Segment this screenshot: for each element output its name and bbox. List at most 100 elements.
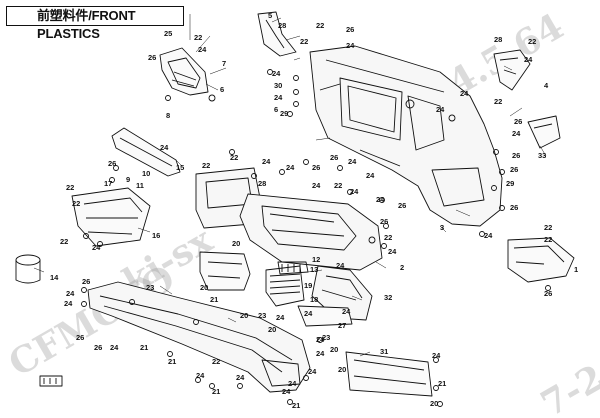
label-22k: 22	[230, 153, 238, 162]
label-22l: 22	[202, 161, 210, 170]
label-32: 32	[384, 293, 392, 302]
label-21d: 21	[212, 387, 220, 396]
label-24af: 24	[308, 367, 317, 376]
label-22n: 22	[384, 233, 392, 242]
label-3: 3	[440, 223, 444, 232]
label-22i: 22	[72, 199, 80, 208]
label-24ah: 24	[432, 351, 441, 360]
dashboard-panel-part	[309, 45, 503, 227]
side-bracket-part	[527, 115, 561, 149]
label-26k: 26	[398, 201, 406, 210]
badge-part	[39, 375, 63, 387]
label-22h: 22	[66, 183, 74, 192]
label-22d: 22	[528, 37, 536, 46]
label-26e: 26	[510, 165, 518, 174]
label-24x: 24	[66, 289, 75, 298]
label-24l: 24	[262, 157, 271, 166]
right-duct-part	[297, 265, 373, 327]
label-6b: 6	[220, 85, 224, 94]
label-24k: 24	[92, 243, 101, 252]
label-26d: 26	[512, 151, 520, 160]
label-7: 7	[222, 59, 226, 68]
label-33: 33	[538, 151, 546, 160]
part-labels: 5 28 22 26 22 24 24 30 24 6 29 25 22 24 …	[50, 11, 578, 410]
label-24d: 24	[198, 45, 207, 54]
label-2: 2	[400, 263, 404, 272]
label-5: 5	[268, 11, 272, 20]
label-24ac: 24	[288, 379, 297, 388]
label-24ad: 24	[316, 335, 325, 344]
label-24w: 24	[276, 313, 285, 322]
label-1: 1	[574, 265, 578, 274]
label-8: 8	[166, 111, 170, 120]
diagram-title: 前塑料件/FRONT PLASTICS	[6, 6, 184, 41]
label-24e: 24	[524, 55, 533, 64]
label-24m: 24	[286, 163, 295, 172]
leader-lines	[33, 14, 547, 357]
label-14: 14	[50, 273, 59, 282]
label-23b: 23	[258, 311, 266, 320]
label-9: 9	[126, 175, 130, 184]
center-grille-part	[265, 265, 305, 307]
left-liner-part	[111, 127, 181, 177]
label-21: 21	[210, 295, 218, 304]
label-26h: 26	[108, 159, 116, 168]
lower-panel-part	[345, 351, 433, 397]
label-24r: 24	[376, 195, 385, 204]
label-21c: 21	[168, 357, 176, 366]
label-24ag: 24	[282, 387, 291, 396]
label-29: 29	[280, 109, 288, 118]
label-30: 30	[274, 81, 282, 90]
label-11: 11	[136, 181, 144, 190]
label-12: 12	[312, 255, 320, 264]
label-20b: 20	[200, 283, 208, 292]
label-20: 20	[232, 239, 240, 248]
label-26g: 26	[544, 289, 552, 298]
front-bracket-part	[159, 47, 216, 102]
label-21b: 21	[140, 343, 148, 352]
label-24aa: 24	[196, 371, 205, 380]
label-20f: 20	[338, 365, 346, 374]
cap-part	[15, 254, 41, 284]
label-25: 25	[164, 29, 172, 38]
label-26l: 26	[380, 217, 388, 226]
front-bumper-part	[87, 281, 311, 393]
label-18: 18	[310, 295, 318, 304]
label-24c: 24	[274, 93, 283, 102]
label-22: 22	[316, 21, 324, 30]
label-21f: 21	[438, 379, 446, 388]
label-22g: 22	[544, 235, 552, 244]
label-4: 4	[544, 81, 549, 90]
label-16: 16	[152, 231, 160, 240]
label-13: 13	[310, 265, 318, 274]
label-26i: 26	[312, 163, 320, 172]
label-20d: 20	[268, 325, 276, 334]
label-24p: 24	[312, 181, 321, 190]
label-24y: 24	[64, 299, 73, 308]
label-26f: 26	[510, 203, 518, 212]
front-cup-part	[199, 251, 251, 291]
label-26c: 26	[514, 117, 522, 126]
label-22j: 22	[60, 237, 68, 246]
storage-tray-part	[195, 167, 383, 271]
label-24q: 24	[350, 187, 359, 196]
label-28: 28	[278, 21, 286, 30]
label-28c: 28	[258, 179, 266, 188]
label-24v: 24	[304, 309, 313, 318]
label-24h: 24	[512, 129, 521, 138]
label-31: 31	[380, 347, 388, 356]
label-22f: 22	[544, 223, 552, 232]
label-24g: 24	[436, 105, 445, 114]
label-24o: 24	[366, 171, 375, 180]
label-24u: 24	[342, 307, 351, 316]
label-26b: 26	[148, 53, 156, 62]
label-24f: 24	[460, 89, 469, 98]
label-6: 6	[274, 105, 278, 114]
label-23c: 23	[146, 283, 154, 292]
label-24j: 24	[160, 143, 169, 152]
label-24z: 24	[110, 343, 119, 352]
label-27: 27	[338, 321, 346, 330]
label-15: 15	[176, 163, 184, 172]
